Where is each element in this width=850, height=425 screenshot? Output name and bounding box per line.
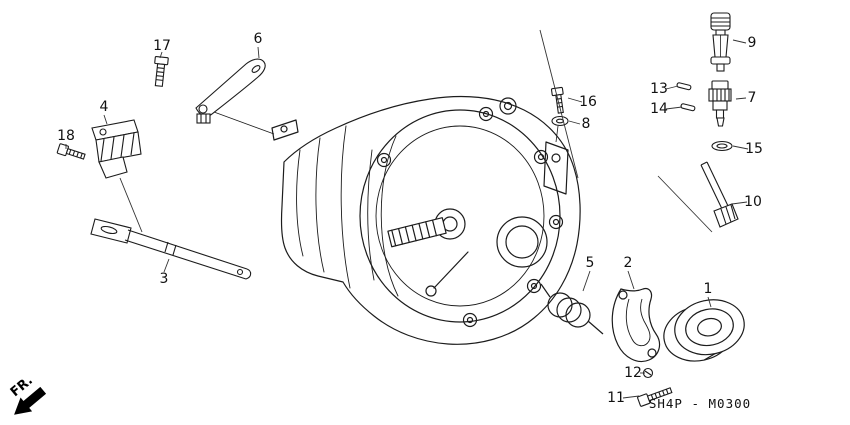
leader-lines — [65, 29, 749, 399]
callout-label-13: 13 — [650, 81, 668, 97]
part-9-drawing — [710, 12, 731, 72]
part-3-drawing — [90, 218, 252, 280]
callout-label-2: 2 — [624, 255, 633, 271]
part-15-drawing — [711, 140, 733, 152]
part-14-drawing — [680, 103, 696, 112]
callout-label-8: 8 — [582, 116, 591, 132]
part-2-drawing — [611, 287, 661, 363]
flange-bolt-holes — [376, 106, 564, 328]
callout-label-7: 7 — [748, 90, 757, 106]
part-5-drawing — [540, 283, 604, 335]
part-12-drawing — [642, 367, 654, 379]
callout-label-5: 5 — [586, 255, 595, 271]
part-17-drawing — [154, 55, 169, 87]
callout-label-3: 3 — [160, 271, 169, 287]
callout-label-11: 11 — [607, 390, 625, 406]
transmission-case-drawing — [271, 95, 581, 345]
callout-label-10: 10 — [744, 194, 762, 210]
part-10-drawing — [700, 161, 739, 228]
part-7-drawing — [708, 80, 732, 127]
fr-arrow-icon — [14, 386, 47, 415]
part-13-drawing — [676, 82, 692, 91]
callout-labels: 1 2 3 4 5 6 7 8 9 10 11 12 13 14 15 16 1… — [57, 31, 763, 406]
diagram-part-code: SH4P - M0300 — [649, 396, 751, 411]
callout-label-6: 6 — [254, 31, 263, 47]
part-6-drawing — [195, 58, 275, 135]
callout-label-12: 12 — [624, 365, 642, 381]
callout-label-14: 14 — [650, 101, 668, 117]
callout-label-4: 4 — [100, 99, 109, 115]
callout-label-1: 1 — [704, 281, 713, 297]
callout-label-9: 9 — [748, 35, 757, 51]
splined-mainshaft — [387, 217, 447, 248]
callout-label-18: 18 — [57, 128, 75, 144]
callout-label-15: 15 — [745, 141, 763, 157]
part-4-drawing — [91, 119, 142, 179]
callout-label-16: 16 — [579, 94, 597, 110]
part-11-drawing — [637, 387, 673, 407]
callout-label-17: 17 — [153, 38, 171, 54]
part-1-drawing — [663, 299, 745, 362]
